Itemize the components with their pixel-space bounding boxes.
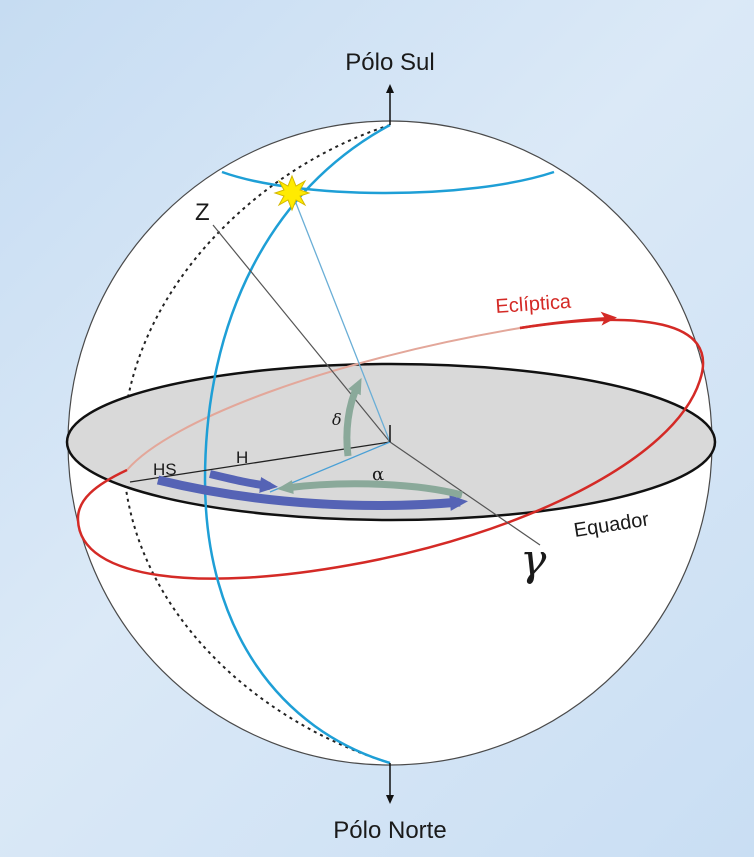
star-icon xyxy=(273,174,311,212)
declination-arrow xyxy=(343,377,362,457)
declination-parallel xyxy=(221,170,555,195)
ecliptic-line xyxy=(76,318,705,580)
sidereal-hour-arrow xyxy=(156,475,468,511)
north-pole-label: Pólo Norte xyxy=(333,817,446,844)
ecliptic-back xyxy=(126,327,521,471)
zenith-line xyxy=(212,224,391,443)
sidereal-hour-label: HS xyxy=(153,460,177,479)
hour-circle-meridian xyxy=(203,123,391,765)
vernal-point-label: γ xyxy=(520,535,547,586)
south-pole-label: Pólo Sul xyxy=(345,49,434,76)
declination-label: δ xyxy=(332,410,342,429)
ecliptic-arrow xyxy=(519,311,617,330)
right-ascension-label: α xyxy=(372,464,384,485)
ecliptic-label: Eclíptica xyxy=(495,291,573,318)
right-ascension-arrow xyxy=(277,480,463,499)
vernal-line xyxy=(389,441,541,546)
hour-angle-arrow xyxy=(209,470,278,493)
hour-angle-label: H xyxy=(236,448,248,467)
star-radius xyxy=(291,192,391,443)
zenith-label: Z xyxy=(195,199,210,226)
